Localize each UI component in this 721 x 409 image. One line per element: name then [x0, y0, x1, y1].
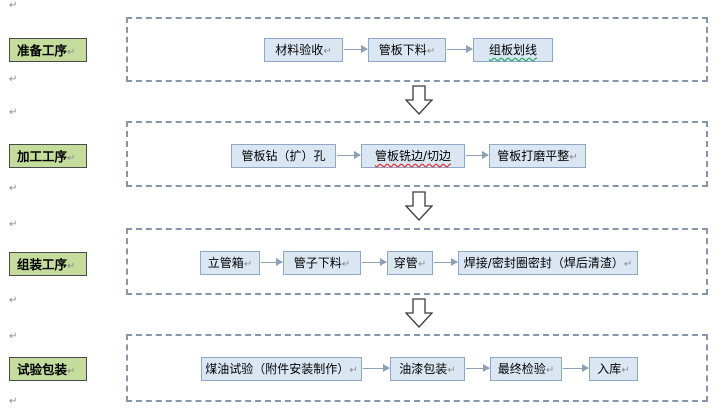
right-arrow-icon: [447, 45, 473, 53]
paragraph-mark-icon: ↵: [9, 107, 18, 118]
paragraph-mark-icon: ↵: [9, 74, 18, 85]
paragraph-mark-icon: ↵: [9, 183, 18, 194]
paragraph-mark-icon: ↵: [9, 219, 18, 230]
down-arrow-icon: [405, 298, 433, 328]
step-text: 管子下料: [293, 256, 342, 270]
stage-label-text: 准备工序: [17, 43, 68, 58]
step-tube-insertion: 穿管↵: [387, 251, 433, 275]
paragraph-mark-icon: ↵: [417, 259, 427, 270]
stage-label-text: 试验包装: [17, 362, 68, 377]
paragraph-mark-icon: ↵: [621, 365, 630, 376]
stage-label-prep: 准备工序↵: [9, 38, 87, 62]
step-drilling: 管板钻（扩）孔: [231, 144, 336, 168]
stage-label-machining: 加工工序↵: [9, 144, 87, 168]
step-final-inspection: 最终检验↵: [490, 357, 562, 381]
step-text: 立管箱: [207, 256, 244, 270]
paragraph-mark-icon: ↵: [9, 295, 18, 306]
paragraph-mark-icon: ↵: [349, 365, 358, 376]
paragraph-mark-icon: ↵: [569, 152, 578, 163]
right-arrow-icon: [362, 258, 387, 266]
step-kerosene-test: 煤油试验（附件安装制作）↵: [201, 357, 362, 381]
step-tubesheet-cutting: 管板下料↵: [368, 38, 446, 62]
paragraph-mark-icon: ↵: [243, 259, 253, 270]
step-marking: 组板划线: [473, 38, 553, 62]
stage-label-text: 组装工序: [17, 257, 68, 272]
step-welding-sealing: 焊接/密封圈密封（焊后清渣）↵: [458, 251, 638, 275]
step-tube-cutting: 管子下料↵: [283, 251, 361, 275]
stage-frame-testing-packing: [126, 334, 708, 402]
paragraph-mark-icon: ↵: [323, 46, 332, 57]
stage-frame-machining: [126, 121, 708, 187]
stage-label-assembly: 组装工序↵: [9, 252, 87, 276]
step-warehousing: 入库↵: [589, 357, 638, 381]
paragraph-mark-icon: ↵: [341, 259, 351, 270]
step-text: 管板下料: [378, 43, 427, 57]
step-text: 最终检验: [497, 362, 546, 376]
down-arrow-icon: [405, 191, 433, 221]
step-text: 管板打磨平整: [497, 149, 570, 163]
right-arrow-icon: [563, 364, 589, 372]
paragraph-mark-icon: ↵: [67, 153, 76, 164]
step-text: 入库: [597, 362, 622, 376]
paragraph-mark-icon: ↵: [623, 259, 633, 270]
right-arrow-icon: [261, 258, 283, 266]
right-arrow-icon: [337, 151, 361, 159]
step-text: 组板划线: [488, 43, 537, 57]
right-arrow-icon: [344, 45, 368, 53]
stage-label-testing-packing: 试验包装↵: [9, 357, 87, 381]
step-text: 穿管: [393, 256, 418, 270]
step-material-inspection: 材料验收↵: [264, 38, 343, 62]
step-text: 煤油试验（附件安装制作）: [205, 362, 350, 376]
paragraph-mark-icon: ↵: [447, 365, 456, 376]
step-edge-milling: 管板铣边/切边: [361, 144, 465, 168]
down-arrow-icon: [405, 85, 433, 115]
stage-frame-prep: [126, 17, 708, 82]
paragraph-mark-icon: ↵: [426, 46, 436, 57]
step-painting-packing: 油漆包装↵: [390, 357, 465, 381]
paragraph-mark-icon: ↵: [9, 396, 18, 407]
paragraph-mark-icon: ↵: [67, 47, 76, 58]
right-arrow-icon: [466, 364, 490, 372]
step-tube-box: 立管箱↵: [200, 251, 260, 275]
stage-label-text: 加工工序: [17, 149, 68, 164]
right-arrow-icon: [466, 151, 489, 159]
step-text: 油漆包装: [399, 362, 448, 376]
stage-frame-assembly: [126, 228, 708, 295]
step-text: 管板钻（扩）孔: [241, 149, 326, 163]
paragraph-mark-icon: ↵: [9, 331, 18, 342]
step-grinding: 管板打磨平整↵: [489, 144, 586, 168]
paragraph-mark-icon: ↵: [67, 261, 76, 272]
paragraph-mark-icon: ↵: [9, 0, 18, 11]
step-text: 焊接/密封圈密封（焊后清渣）: [463, 256, 624, 270]
paragraph-mark-icon: ↵: [67, 366, 76, 377]
right-arrow-icon: [363, 364, 390, 372]
right-arrow-icon: [434, 258, 458, 266]
paragraph-mark-icon: ↵: [545, 365, 555, 376]
step-text: 材料验收: [275, 43, 324, 57]
step-text: 管板铣边/切边: [374, 149, 452, 163]
